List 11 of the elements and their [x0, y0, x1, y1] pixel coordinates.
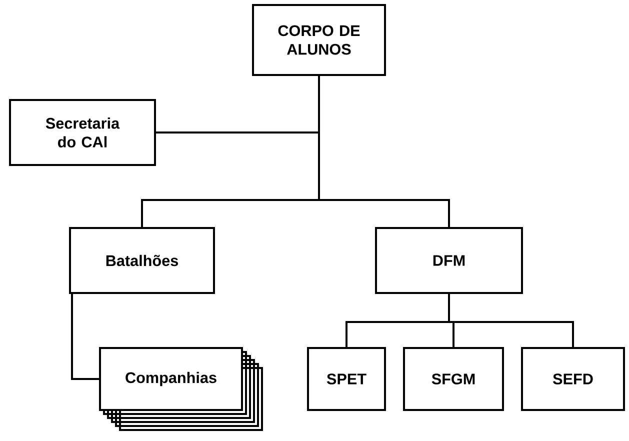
org-box: DFM	[375, 227, 523, 294]
org-box: Batalhões	[69, 227, 215, 294]
org-box: SEFD	[521, 347, 625, 411]
org-box: CORPO DE ALUNOS	[252, 4, 386, 76]
org-box: Secretaria do CAl	[9, 99, 156, 166]
connector-line	[71, 294, 99, 380]
org-box: Companhias	[99, 347, 243, 411]
connector-line	[318, 76, 450, 227]
org-box: SFGM	[403, 347, 504, 411]
connector-line	[448, 294, 574, 347]
org-box: SPET	[307, 347, 386, 411]
